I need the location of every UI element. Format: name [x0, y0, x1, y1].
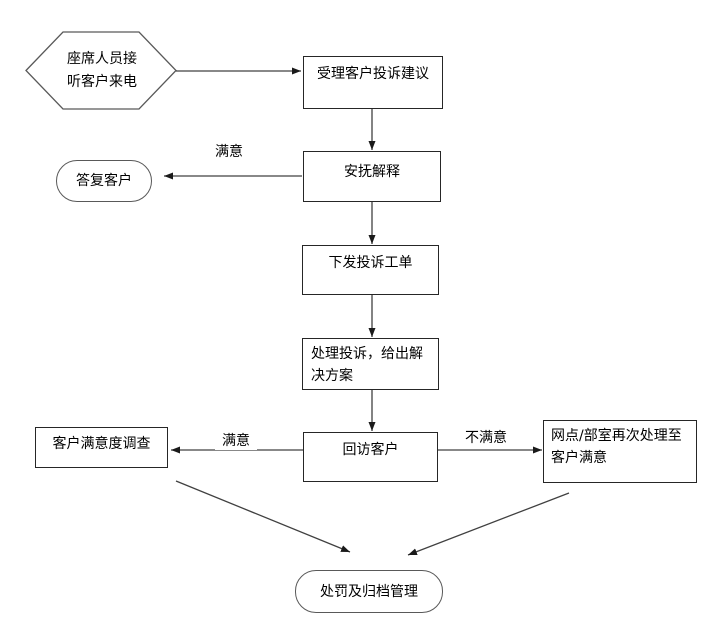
node-revisit-customer: 回访客户 — [303, 432, 438, 482]
arrow-survey-to-archive — [175, 480, 351, 553]
edge-label-revisit-unsatisfied: 不满意 — [458, 427, 514, 447]
node-answer-call-hexagon-label: 座席人员接 听客户来电 — [67, 51, 137, 90]
node-accept-complaint: 受理客户投诉建议 — [303, 56, 443, 109]
node-handle-complaint: 处理投诉，给出解 决方案 — [302, 338, 439, 390]
node-punish-archive: 处罚及归档管理 — [295, 570, 443, 613]
edge-label-soothe-satisfied: 满意 — [208, 141, 250, 161]
edge-label-revisit-satisfied: 满意 — [215, 430, 257, 450]
node-dispatch-ticket: 下发投诉工单 — [302, 245, 439, 295]
node-satisfaction-survey: 客户满意度调查 — [35, 427, 168, 468]
node-soothe-explain: 安抚解释 — [303, 151, 441, 202]
arrow-branch-to-archive — [407, 492, 570, 556]
node-reply-customer: 答复客户 — [56, 160, 152, 202]
node-branch-rehandle: 网点/部室再次处理至 客户满意 — [543, 420, 697, 483]
